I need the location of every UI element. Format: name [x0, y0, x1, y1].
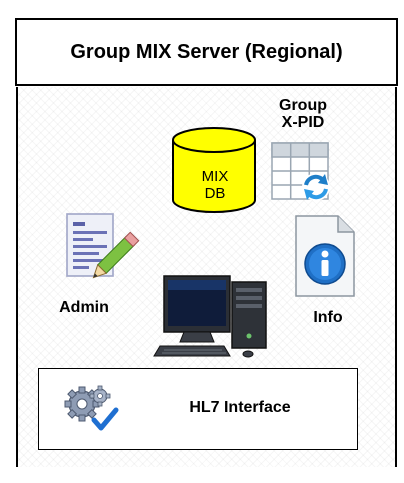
group-xpid-label: Group X-PID	[268, 97, 338, 132]
group-xpid-label-line1: Group	[279, 97, 327, 114]
mix-db-label-line1: MIX	[201, 168, 229, 185]
admin-label: Admin	[59, 299, 109, 316]
database-cylinder-icon	[172, 127, 256, 213]
mix-db-label: MIX DB	[180, 168, 250, 203]
mix-db-label-line2: DB	[204, 185, 226, 203]
document-edit-icon	[66, 213, 140, 279]
server-title: Group MIX Server (Regional)	[70, 40, 343, 63]
info-document-icon	[295, 215, 355, 297]
server-title-box: Group MIX Server (Regional)	[15, 18, 398, 86]
table-refresh-icon	[271, 142, 330, 201]
computer-workstation-icon	[153, 275, 267, 358]
group-xpid-label-line2: X-PID	[281, 113, 325, 131]
hl7-interface-label: HL7 Interface	[189, 399, 291, 416]
info-label: Info	[313, 309, 343, 326]
gears-check-icon	[64, 385, 119, 431]
